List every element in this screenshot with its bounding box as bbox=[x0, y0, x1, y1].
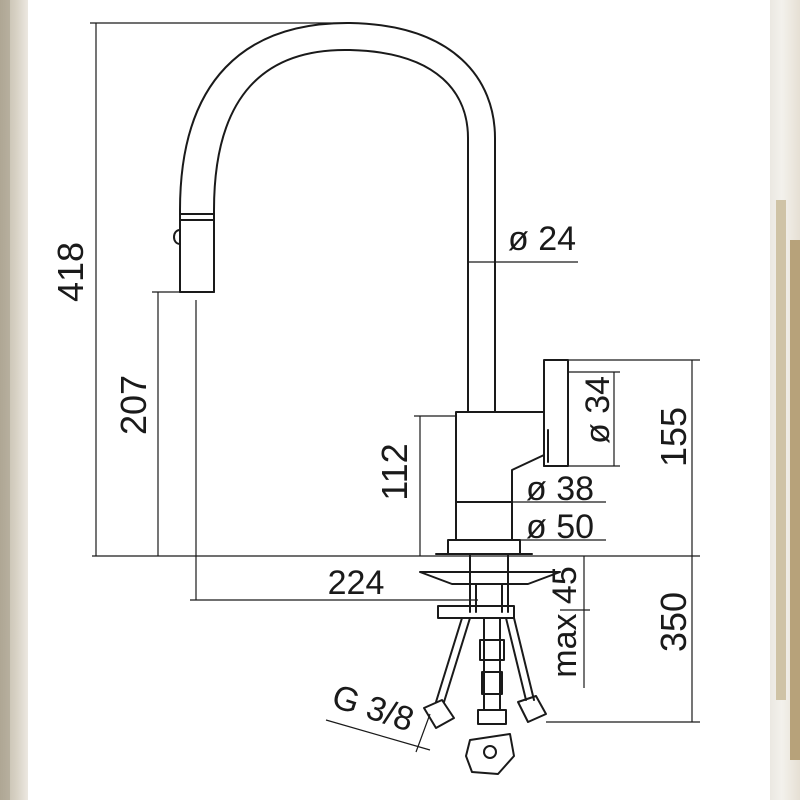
label-d34: ø 34 bbox=[579, 376, 617, 444]
fitting-center bbox=[477, 709, 507, 725]
label-g38: G 3/8 bbox=[328, 677, 419, 739]
valve-connector bbox=[465, 733, 515, 775]
background-right-frame-dark bbox=[790, 240, 800, 760]
dim-line-418 bbox=[90, 22, 350, 556]
spray-button bbox=[173, 229, 181, 245]
label-224: 224 bbox=[328, 564, 385, 602]
dim-line-350 bbox=[546, 556, 700, 723]
fitting-right bbox=[517, 695, 547, 723]
dim-line-224 bbox=[190, 300, 478, 601]
hose-left bbox=[435, 617, 471, 703]
background-right-frame bbox=[776, 200, 786, 700]
dim-line-d34 bbox=[568, 371, 620, 467]
valve-connector-hole bbox=[483, 745, 497, 759]
label-max45: max 45 bbox=[546, 566, 584, 678]
drawing-sheet bbox=[28, 0, 770, 800]
background-left-photo bbox=[0, 0, 28, 800]
mounting-rod bbox=[469, 553, 509, 613]
background-left-shade bbox=[0, 0, 10, 800]
dim-line-112 bbox=[414, 415, 456, 556]
label-418: 418 bbox=[50, 242, 91, 302]
label-207: 207 bbox=[113, 375, 154, 435]
dim-line-45 bbox=[560, 556, 590, 611]
spout-outer-contour bbox=[179, 21, 496, 413]
spray-head bbox=[179, 213, 215, 293]
label-d50: ø 50 bbox=[526, 508, 594, 546]
fitting-left bbox=[423, 699, 455, 729]
spout-inner-contour bbox=[213, 48, 469, 413]
dim-line-155 bbox=[568, 359, 700, 556]
label-d24: ø 24 bbox=[508, 220, 576, 258]
hose-center-crimps bbox=[479, 639, 505, 695]
dim-line-thread bbox=[325, 713, 431, 753]
base-plate bbox=[447, 539, 521, 555]
label-d38: ø 38 bbox=[526, 470, 594, 508]
mounting-washer bbox=[419, 571, 561, 585]
label-112: 112 bbox=[374, 443, 415, 500]
hose-right bbox=[505, 617, 535, 701]
label-155: 155 bbox=[653, 407, 694, 467]
handle-face bbox=[543, 411, 549, 467]
hose-center bbox=[483, 617, 501, 711]
label-350: 350 bbox=[653, 592, 694, 652]
dim-line-207 bbox=[152, 291, 214, 556]
